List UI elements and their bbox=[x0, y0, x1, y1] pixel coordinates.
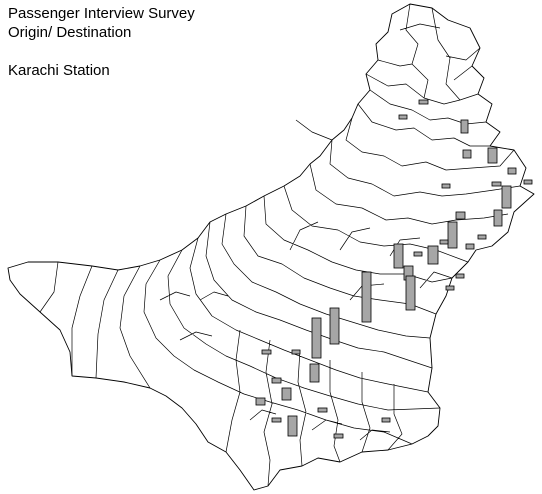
station-label: Karachi Station bbox=[8, 62, 110, 79]
survey-bar bbox=[333, 433, 344, 439]
survey-bar bbox=[493, 209, 503, 227]
survey-bar bbox=[287, 415, 298, 437]
survey-bar bbox=[523, 179, 533, 185]
district-lines bbox=[39, 3, 521, 487]
survey-bar bbox=[271, 417, 282, 423]
survey-bar bbox=[465, 243, 475, 250]
district-map bbox=[7, 3, 535, 491]
survey-bar bbox=[487, 147, 498, 164]
survey-bar bbox=[393, 243, 404, 269]
survey-bar bbox=[447, 221, 458, 249]
survey-bar bbox=[427, 245, 439, 265]
survey-bar bbox=[413, 251, 423, 257]
survey-bar bbox=[311, 317, 322, 359]
survey-bar bbox=[281, 387, 292, 401]
survey-bar bbox=[439, 239, 449, 245]
survey-bar bbox=[291, 349, 301, 355]
survey-bar bbox=[361, 271, 372, 323]
map-title: Passenger Interview Survey Origin/ Desti… bbox=[8, 4, 195, 80]
survey-bar bbox=[455, 211, 466, 220]
survey-bar bbox=[462, 149, 472, 159]
survey-bar bbox=[317, 407, 328, 413]
survey-bar bbox=[441, 183, 451, 189]
survey-bar bbox=[261, 349, 272, 355]
survey-bar bbox=[418, 99, 429, 105]
survey-bar bbox=[271, 377, 282, 384]
title-line-1: Passenger Interview Survey bbox=[8, 5, 195, 22]
survey-bar bbox=[507, 167, 517, 175]
survey-bar bbox=[405, 275, 416, 311]
country-outline bbox=[7, 3, 535, 491]
survey-bar bbox=[477, 234, 487, 240]
survey-bar bbox=[491, 181, 502, 187]
survey-bar bbox=[381, 417, 391, 423]
survey-bar bbox=[329, 307, 340, 345]
survey-bar bbox=[309, 363, 320, 383]
title-line-2: Origin/ Destination bbox=[8, 24, 132, 41]
survey-bar bbox=[398, 114, 408, 120]
survey-bar bbox=[255, 397, 266, 406]
survey-bar bbox=[460, 119, 469, 134]
survey-bar bbox=[455, 273, 465, 279]
survey-bar bbox=[501, 185, 512, 209]
survey-bars bbox=[255, 99, 533, 439]
survey-bar bbox=[445, 285, 455, 291]
